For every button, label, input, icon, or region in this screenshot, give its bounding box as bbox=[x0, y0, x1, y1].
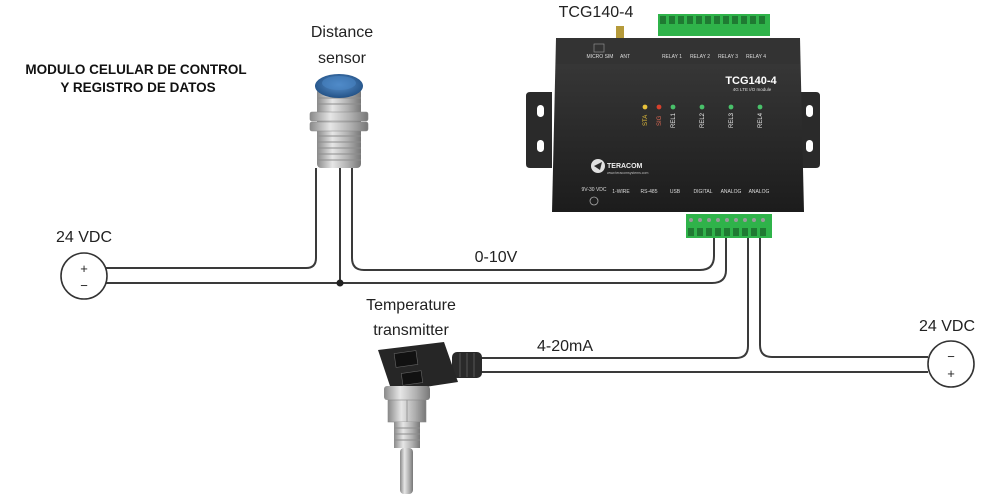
device-name-top: TCG140-4 bbox=[559, 4, 634, 21]
supply-left-plus: + bbox=[80, 261, 88, 276]
transmitter-probe bbox=[400, 448, 413, 494]
temperature-transmitter: Temperature transmitter bbox=[366, 297, 482, 494]
mount-ear-right bbox=[800, 92, 820, 168]
wire-current-signal bbox=[480, 236, 749, 359]
relay-label-3: RELAY 3 bbox=[718, 54, 738, 60]
supply-left-minus: − bbox=[80, 278, 88, 293]
sensor-nut-1 bbox=[309, 111, 369, 122]
led-label-sig: SIG bbox=[657, 115, 663, 126]
signal-label-current: 4-20mA bbox=[537, 338, 593, 355]
brand-name: TERACOM bbox=[607, 163, 643, 170]
relay-label-1: RELAY 1 bbox=[662, 54, 682, 60]
wire-voltage-signal bbox=[351, 168, 715, 271]
distance-sensor: Distance sensor bbox=[309, 24, 373, 168]
signal-label-voltage: 0-10V bbox=[475, 249, 518, 266]
sensor-nut-2 bbox=[309, 121, 369, 132]
led-label-rel3: REL3 bbox=[729, 112, 735, 128]
supply-right-label: 24 VDC bbox=[919, 318, 975, 335]
supply-right-symbol bbox=[927, 340, 975, 388]
top-terminals bbox=[658, 14, 770, 36]
port-analog-1: ANALOG bbox=[721, 189, 742, 195]
supply-right-plus: + bbox=[947, 366, 955, 381]
temperature-label-2: transmitter bbox=[373, 322, 449, 339]
transmitter-thread bbox=[394, 422, 420, 448]
relay-label-2: RELAY 2 bbox=[690, 54, 710, 60]
port-analog-2: ANALOG bbox=[749, 189, 770, 195]
supply-right: 24 VDC − + bbox=[919, 318, 975, 388]
temperature-label-1: Temperature bbox=[366, 297, 456, 314]
distance-sensor-label-1: Distance bbox=[311, 24, 373, 41]
port-usb: USB bbox=[670, 189, 681, 195]
port-micro-sim: MICRO SIM bbox=[587, 54, 614, 60]
wire-supply-positive bbox=[104, 168, 317, 269]
power-label: 9V-30 VDC bbox=[581, 187, 606, 193]
port-antenna: ANT bbox=[620, 54, 630, 60]
supply-left-label: 24 VDC bbox=[56, 229, 112, 246]
supply-left: 24 VDC + − bbox=[56, 229, 112, 300]
junction-dot bbox=[336, 279, 344, 287]
led-label-rel2: REL2 bbox=[700, 112, 706, 128]
led-row: STA SIG REL1 REL2 REL3 REL4 bbox=[642, 104, 764, 128]
device-subtitle: 4G LTE I/O module bbox=[733, 87, 772, 92]
brand-url: www.teracomsystems.com bbox=[607, 171, 649, 175]
distance-sensor-label-2: sensor bbox=[318, 50, 367, 67]
wire-supply-negative bbox=[104, 236, 727, 284]
device-body bbox=[552, 38, 804, 212]
teracom-logo: TERACOM www.teracomsystems.com bbox=[591, 159, 649, 175]
heading-line1: MODULO CELULAR DE CONTROL bbox=[25, 62, 246, 77]
antenna-connector bbox=[616, 26, 624, 40]
port-1wire: 1-WIRE bbox=[612, 189, 630, 195]
transmitter-head bbox=[378, 342, 458, 392]
relay-label-4: RELAY 4 bbox=[746, 54, 766, 60]
bottom-terminals bbox=[686, 214, 772, 238]
led-label-rel1: REL1 bbox=[671, 112, 677, 128]
wire-right-supply bbox=[759, 236, 928, 358]
mount-ear-left bbox=[526, 92, 552, 168]
heading-line2: Y REGISTRO DE DATOS bbox=[60, 80, 215, 95]
supply-left-symbol bbox=[60, 252, 108, 300]
bottom-port-labels: 9V-30 VDC 1-WIRE RS-485 USB DIGITAL ANAL… bbox=[581, 187, 770, 206]
led-label-sta: STA bbox=[643, 115, 649, 126]
supply-right-minus: − bbox=[947, 349, 955, 364]
transmitter-collar bbox=[384, 386, 430, 400]
port-digital: DIGITAL bbox=[693, 189, 712, 195]
port-rs485: RS-485 bbox=[641, 189, 658, 195]
led-label-rel4: REL4 bbox=[758, 112, 764, 128]
wires bbox=[104, 168, 928, 373]
tcg140-device: TCG140-4 MICRO SIM ANT RELAY 1 RELAY 2 bbox=[526, 4, 820, 238]
device-plate-name: TCG140-4 bbox=[725, 75, 777, 87]
